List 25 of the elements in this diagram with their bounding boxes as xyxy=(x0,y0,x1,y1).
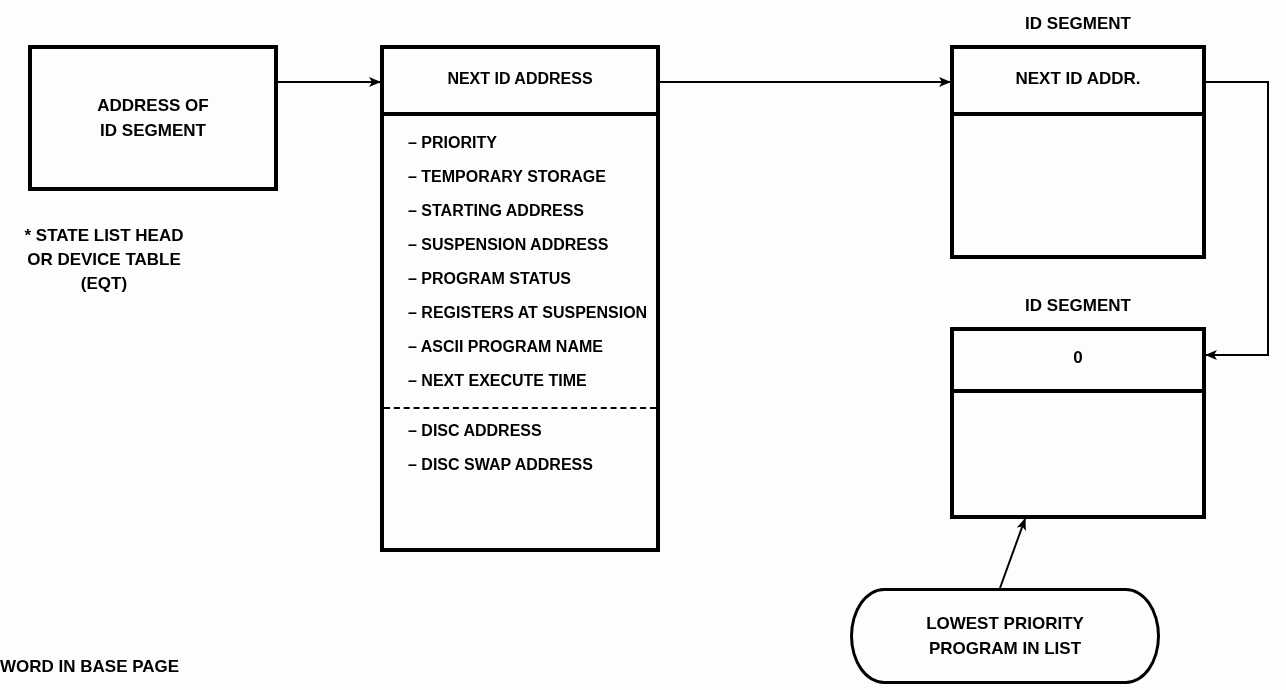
field-item: – REGISTERS AT SUSPENSION xyxy=(408,303,648,323)
arrow xyxy=(999,518,1026,589)
field-item: – STARTING ADDRESS xyxy=(408,201,584,221)
field-item: – PRIORITY xyxy=(408,133,497,153)
arrow xyxy=(1205,81,1269,360)
record-box xyxy=(380,45,660,552)
arrow xyxy=(277,77,381,87)
box-text: LOWEST PRIORITY PROGRAM IN LIST xyxy=(925,613,1085,660)
footnote-text: * STATE LIST HEAD OR DEVICE TABLE (EQT) xyxy=(23,225,185,295)
field-item: – PROGRAM STATUS xyxy=(408,269,571,289)
field-name: NEXT ID ADDR. xyxy=(1014,67,1142,90)
field-item: – SUSPENSION ADDRESS xyxy=(408,235,609,255)
field-item: – ASCII PROGRAM NAME xyxy=(408,337,603,357)
field-item: – DISC SWAP ADDRESS xyxy=(408,455,593,475)
segment-heading: ID SEGMENT xyxy=(1024,13,1132,35)
field-item: – NEXT EXECUTE TIME xyxy=(408,371,587,391)
field-item: – DISC ADDRESS xyxy=(408,421,542,441)
field-item: – TEMPORARY STORAGE xyxy=(408,167,606,187)
caption-text: WORD IN BASE PAGE xyxy=(0,656,181,678)
address-box xyxy=(28,45,278,191)
field-name: NEXT ID ADDRESS xyxy=(446,68,594,89)
arrow xyxy=(659,77,951,87)
segment-heading: ID SEGMENT xyxy=(1024,295,1132,317)
box-text: ADDRESS OF ID SEGMENT xyxy=(96,95,210,142)
field-name: 0 xyxy=(1072,347,1084,369)
